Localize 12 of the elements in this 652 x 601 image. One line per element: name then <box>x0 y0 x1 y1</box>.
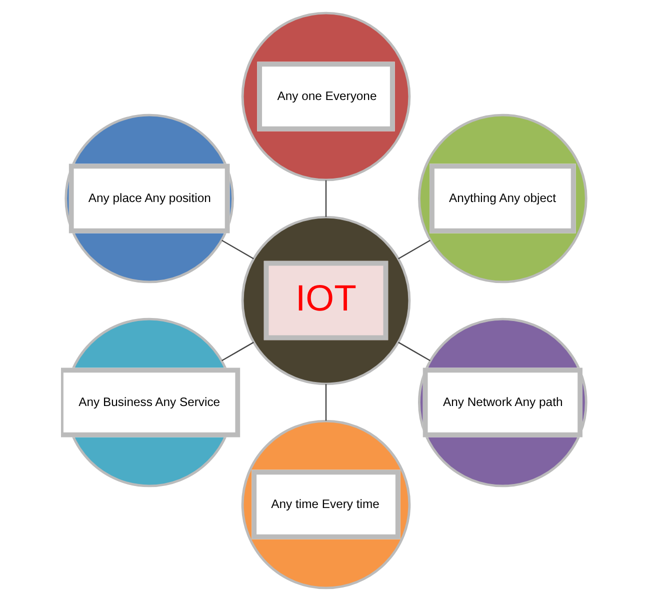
connector <box>325 180 327 217</box>
node-circle: Any place Any position <box>64 114 234 284</box>
connector <box>398 240 430 260</box>
node-circle: IOT <box>241 216 411 386</box>
node-circle: Anything Any object <box>418 114 588 284</box>
connector <box>398 342 430 362</box>
node-circle: Any Network Any path <box>418 318 588 488</box>
node-circle: Any time Every time <box>241 420 411 590</box>
connector <box>325 384 327 421</box>
connector <box>222 240 254 260</box>
connector <box>222 342 254 362</box>
node-circle: Any one Everyone <box>241 12 411 182</box>
